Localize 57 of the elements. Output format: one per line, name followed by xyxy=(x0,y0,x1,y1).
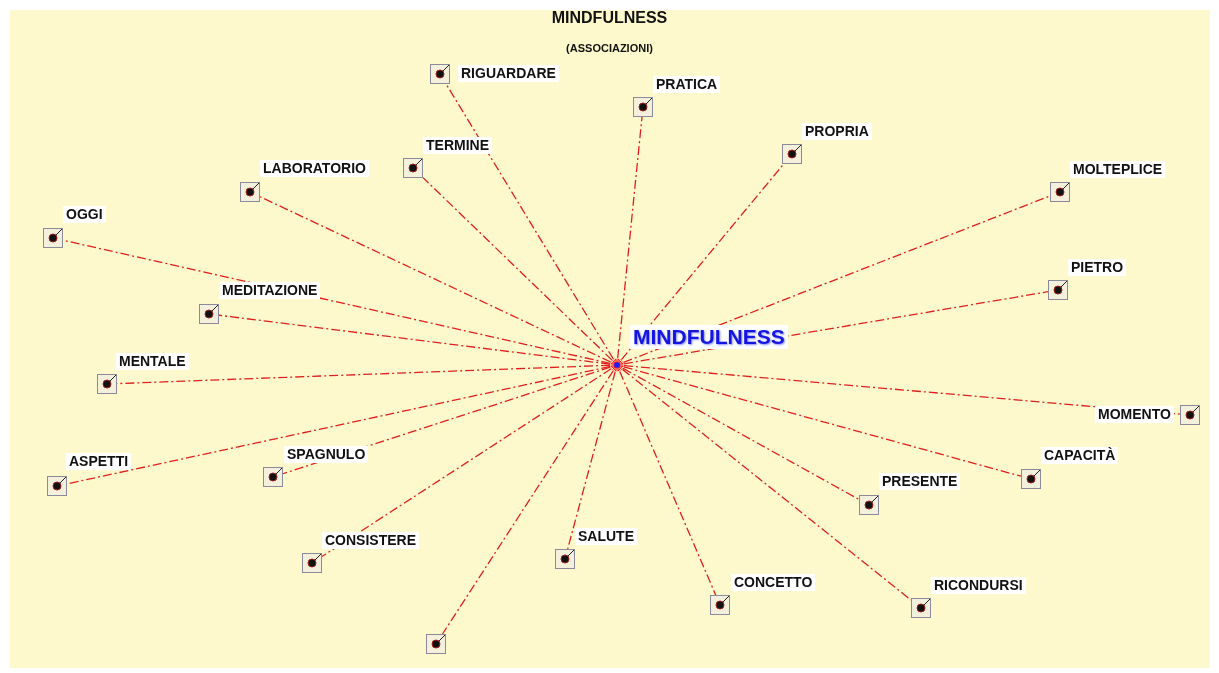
node-marker-icon xyxy=(302,553,322,573)
word-label: PRATICA xyxy=(653,76,721,93)
dash-dot-line xyxy=(445,83,614,360)
dash-dot-line xyxy=(623,366,1022,477)
dash-dot-line xyxy=(218,314,611,365)
word-label: OGGI xyxy=(63,206,106,223)
node-marker-icon xyxy=(263,467,283,487)
dash-dot-line xyxy=(567,371,616,550)
word-label: RIGUARDARE xyxy=(458,65,559,82)
node-marker-icon xyxy=(1021,469,1041,489)
node-marker-icon xyxy=(97,374,117,394)
dash-dot-line xyxy=(617,116,643,359)
word-label: PIETRO xyxy=(1068,259,1127,276)
word-label: ASPETTI xyxy=(66,453,132,470)
word-label: CONSISTERE xyxy=(322,532,419,549)
node-marker-icon xyxy=(633,97,653,117)
word-label: MENTALE xyxy=(116,353,189,370)
word-label: CAPACITÀ xyxy=(1041,447,1119,464)
dash-dot-line xyxy=(622,367,860,501)
dash-dot-line xyxy=(620,163,785,361)
dash-dot-line xyxy=(621,368,912,601)
node-marker-icon xyxy=(199,304,219,324)
word-label: MOLTEPLICE xyxy=(1070,161,1166,178)
dash-dot-line xyxy=(321,368,612,558)
node-marker-icon xyxy=(240,182,260,202)
word-label: PRESENTE xyxy=(879,473,961,490)
node-marker-icon xyxy=(1050,182,1070,202)
node-marker-icon xyxy=(430,64,450,84)
node-marker-icon xyxy=(43,228,63,248)
word-label: PROPRIA xyxy=(802,123,872,140)
node-marker-icon xyxy=(710,595,730,615)
subtitle: (ASSOCIAZIONI) xyxy=(566,42,653,54)
node-marker-icon xyxy=(1048,280,1068,300)
dash-dot-line xyxy=(422,177,613,361)
node-marker-icon xyxy=(1180,405,1200,425)
word-label: SPAGNULO xyxy=(284,446,369,463)
starburst-icon xyxy=(610,358,624,372)
word-label: SALUTE xyxy=(575,528,637,545)
node-marker-icon xyxy=(426,634,446,654)
word-label: MOMENTO xyxy=(1095,406,1174,423)
dash-dot-line xyxy=(441,370,614,635)
word-label: CONCETTO xyxy=(731,574,816,591)
node-marker-icon xyxy=(782,144,802,164)
dash-dot-line xyxy=(259,196,612,363)
node-marker-icon xyxy=(555,549,575,569)
node-marker-icon xyxy=(403,158,423,178)
word-label: RICONDURSI xyxy=(931,577,1026,594)
word-label: LABORATORIO xyxy=(260,160,369,177)
central-term-label: MINDFULNESS xyxy=(630,325,788,349)
title: MINDFULNESS xyxy=(551,9,668,26)
node-marker-icon xyxy=(911,598,931,618)
node-marker-icon xyxy=(47,476,67,496)
node-marker-icon xyxy=(859,495,879,515)
dash-dot-line xyxy=(619,370,717,596)
dash-dot-line xyxy=(622,195,1051,364)
word-label: MEDITAZIONE xyxy=(219,282,321,299)
word-label: TERMINE xyxy=(423,137,492,154)
